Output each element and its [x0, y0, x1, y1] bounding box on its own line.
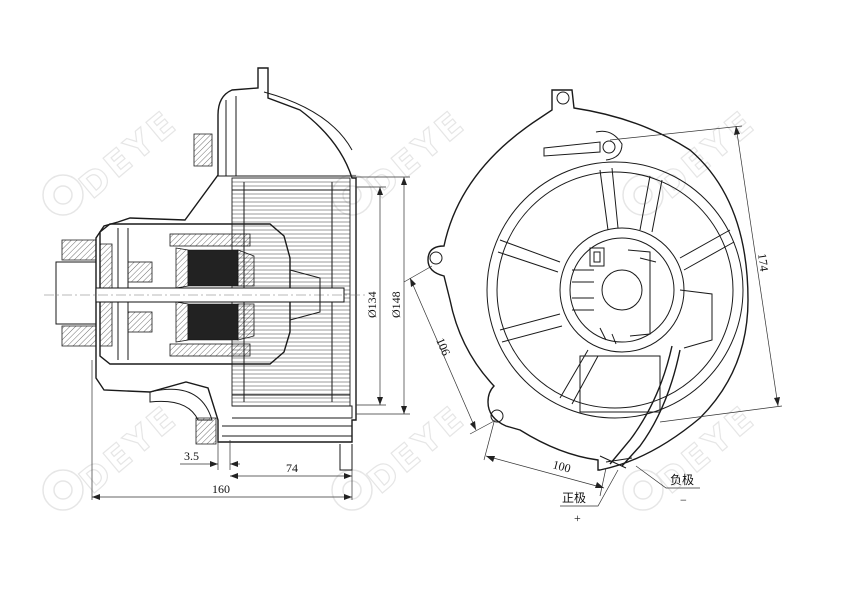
- mount-hole-left: [429, 251, 443, 265]
- terminal-negative: 负极 −: [635, 465, 700, 507]
- watermark-text-6: DEYE: [650, 397, 764, 502]
- dim-diameter-inner: Ø134: [356, 186, 386, 406]
- wire-positive: [621, 349, 681, 467]
- dim-offset-3-5: 3.5: [184, 449, 199, 463]
- dim-106: 106: [433, 336, 453, 358]
- dim-100: 100: [551, 457, 572, 475]
- armature-coil-bottom: [187, 303, 239, 341]
- terminal-positive: 正极 +: [560, 469, 619, 525]
- armature-coil-top: [187, 249, 239, 287]
- watermark-logo-6: [622, 469, 664, 511]
- positive-label: 正极: [562, 491, 586, 505]
- negative-symbol: −: [680, 493, 687, 507]
- blower-spokes: [497, 167, 735, 405]
- watermark-text-4: DEYE: [360, 397, 474, 502]
- dim-flange-100: 100: [483, 421, 607, 497]
- dim-lengths: 3.5 74 160: [91, 360, 353, 500]
- dim-diagonal-174: 174: [609, 125, 783, 423]
- dim-dia-134: Ø134: [365, 291, 379, 318]
- wire-negative: [609, 345, 673, 465]
- mount-hole-bottom: [490, 409, 504, 423]
- watermark-text-1: DEYE: [72, 102, 186, 207]
- negative-label: 负极: [670, 473, 694, 487]
- watermark-text-2: DEYE: [72, 397, 186, 502]
- dim-length-160: 160: [212, 482, 230, 496]
- side-section-view: Ø134 Ø148 3.5 74 160: [44, 67, 410, 500]
- watermark-text-5: DEYE: [650, 102, 764, 207]
- dim-174: 174: [755, 252, 771, 272]
- motor-body: [99, 223, 291, 365]
- mount-hole-right: [602, 140, 616, 154]
- watermark-logo-1: [42, 174, 84, 216]
- watermark-logo-2: [42, 469, 84, 511]
- dim-diameter-outer: Ø148: [356, 176, 410, 415]
- watermark-text-3: DEYE: [360, 102, 474, 207]
- front-view: 174 106 100 负极 − 正极 +: [403, 89, 783, 525]
- dim-width-74: 74: [286, 461, 298, 475]
- dim-flange-106: 106: [403, 265, 497, 435]
- dim-dia-148: Ø148: [389, 291, 403, 318]
- shaft-hub: [601, 269, 643, 311]
- mount-hole-top: [556, 91, 570, 105]
- positive-symbol: +: [574, 511, 581, 525]
